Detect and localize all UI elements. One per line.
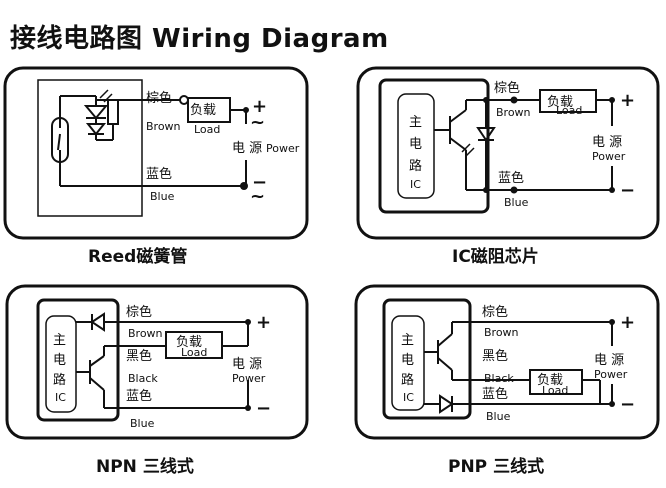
led-icon [461, 100, 496, 190]
npn-brown-en: Brown [128, 327, 163, 340]
npn-minus: − [256, 398, 271, 419]
npn-power-cn: 电 源 [232, 357, 262, 372]
npn-module-box [36, 298, 120, 422]
panel-npn: 主 电 路 IC 负载 Load 棕色 Brown 黑色 Black [5, 284, 309, 477]
caption-npn: NPN 三线式 [96, 456, 194, 477]
ic-blue-terminal [510, 186, 518, 194]
reed-blue-cn: 蓝色 [146, 166, 172, 182]
pnp-minus: − [620, 394, 635, 415]
reed-power-en: Power [266, 142, 300, 155]
reed-load-en: Load [194, 123, 220, 136]
pnp-load-box [529, 369, 583, 395]
ic-load-label: 负载 [547, 95, 573, 110]
reed-plus: + [252, 96, 267, 117]
npn-load-box [165, 331, 223, 359]
ic-blue-en: Blue [504, 196, 529, 209]
npn-black-cn: 黑色 [126, 348, 152, 364]
reed-switch-icon [51, 96, 69, 186]
caption-pnp: PNP 三线式 [448, 456, 544, 477]
reed-tilde-bottom: ~ [250, 186, 265, 207]
reed-brown-cn: 棕色 [146, 90, 172, 106]
npn-plus: + [256, 312, 271, 333]
transistor-icon [434, 99, 486, 191]
ic-load-en: Load [556, 104, 582, 117]
pnp-power-en: Power [594, 368, 628, 381]
reed-load-label: 负载 [190, 103, 216, 118]
npn-main-3: 路 [53, 372, 66, 388]
ic-blue-cn: 蓝色 [498, 170, 524, 186]
pnp-blue-en: Blue [486, 410, 511, 423]
npn-load-en: Load [181, 346, 207, 359]
page-title: 接线电路图 Wiring Diagram [10, 24, 389, 54]
npn-main-en: IC [55, 391, 66, 404]
ic-brown-terminal [510, 96, 518, 104]
ic-main-1: 主 [409, 115, 422, 130]
pnp-blue-cn: 蓝色 [482, 386, 508, 402]
npn-blue-cn: 蓝色 [126, 388, 152, 404]
reed-tilde-top: ~ [250, 112, 265, 133]
pnp-black-en: Black [484, 372, 514, 385]
pnp-main-en: IC [403, 391, 414, 404]
npn-blue-en: Blue [130, 417, 155, 430]
npn-black-en: Black [128, 372, 158, 385]
npn-main-2: 电 [53, 353, 66, 368]
npn-power-en: Power [232, 372, 266, 385]
pnp-brown-cn: 棕色 [482, 304, 508, 320]
reed-brown-en: Brown [146, 120, 181, 133]
pnp-plus: + [620, 312, 635, 333]
panel-reed: 负载 Load 棕色 Brown 蓝色 Blue + ~ 电 源 Power −… [3, 66, 309, 267]
reed-inner-frame [37, 79, 143, 217]
pnp-main-2: 电 [401, 353, 414, 368]
pnp-main-3: 路 [401, 372, 414, 388]
ic-power-cn: 电 源 [592, 135, 622, 150]
pnp-power-cn: 电 源 [594, 353, 624, 368]
reed-minus: − [252, 172, 267, 193]
npn-main-circuit-box [45, 315, 77, 413]
pnp-main-circuit-box [391, 315, 425, 411]
ic-main-en: IC [410, 178, 421, 191]
ic-brown-cn: 棕色 [494, 80, 520, 96]
pnp-main-1: 主 [401, 333, 414, 348]
panel-pnp: 主 电 路 IC 负载 Load 棕色 Brown 黑色 Bl [354, 284, 660, 477]
reed-brown-terminal [179, 95, 189, 105]
ic-minus: − [620, 180, 635, 201]
npn-brown-cn: 棕色 [126, 304, 152, 320]
reed-blue-en: Blue [150, 190, 175, 203]
ic-main-2: 电 [409, 137, 422, 152]
pnp-load-label: 负载 [537, 373, 563, 388]
ic-main-3: 路 [409, 158, 422, 174]
reed-power-cn: 电 源 [232, 141, 262, 156]
pnp-black-cn: 黑色 [482, 348, 508, 364]
pnp-transistor-icon [424, 322, 453, 380]
ic-brown-en: Brown [496, 106, 531, 119]
ic-main-circuit-box [397, 93, 435, 199]
panel-ic: 主 电 路 IC 负载 Load [356, 66, 660, 267]
pnp-load-en: Load [542, 384, 568, 397]
reed-blue-terminal [240, 182, 248, 190]
led-diode-icon [83, 89, 142, 141]
caption-ic: IC磁阻芯片 [452, 246, 539, 267]
ic-plus: + [620, 90, 635, 111]
pnp-brown-en: Brown [484, 326, 519, 339]
npn-main-1: 主 [53, 333, 66, 348]
caption-reed: Reed磁簧管 [88, 246, 187, 267]
npn-transistor-icon [76, 346, 105, 408]
pnp-module-box [382, 298, 472, 420]
ic-power-en: Power [592, 150, 626, 163]
npn-load-label: 负载 [176, 335, 202, 350]
